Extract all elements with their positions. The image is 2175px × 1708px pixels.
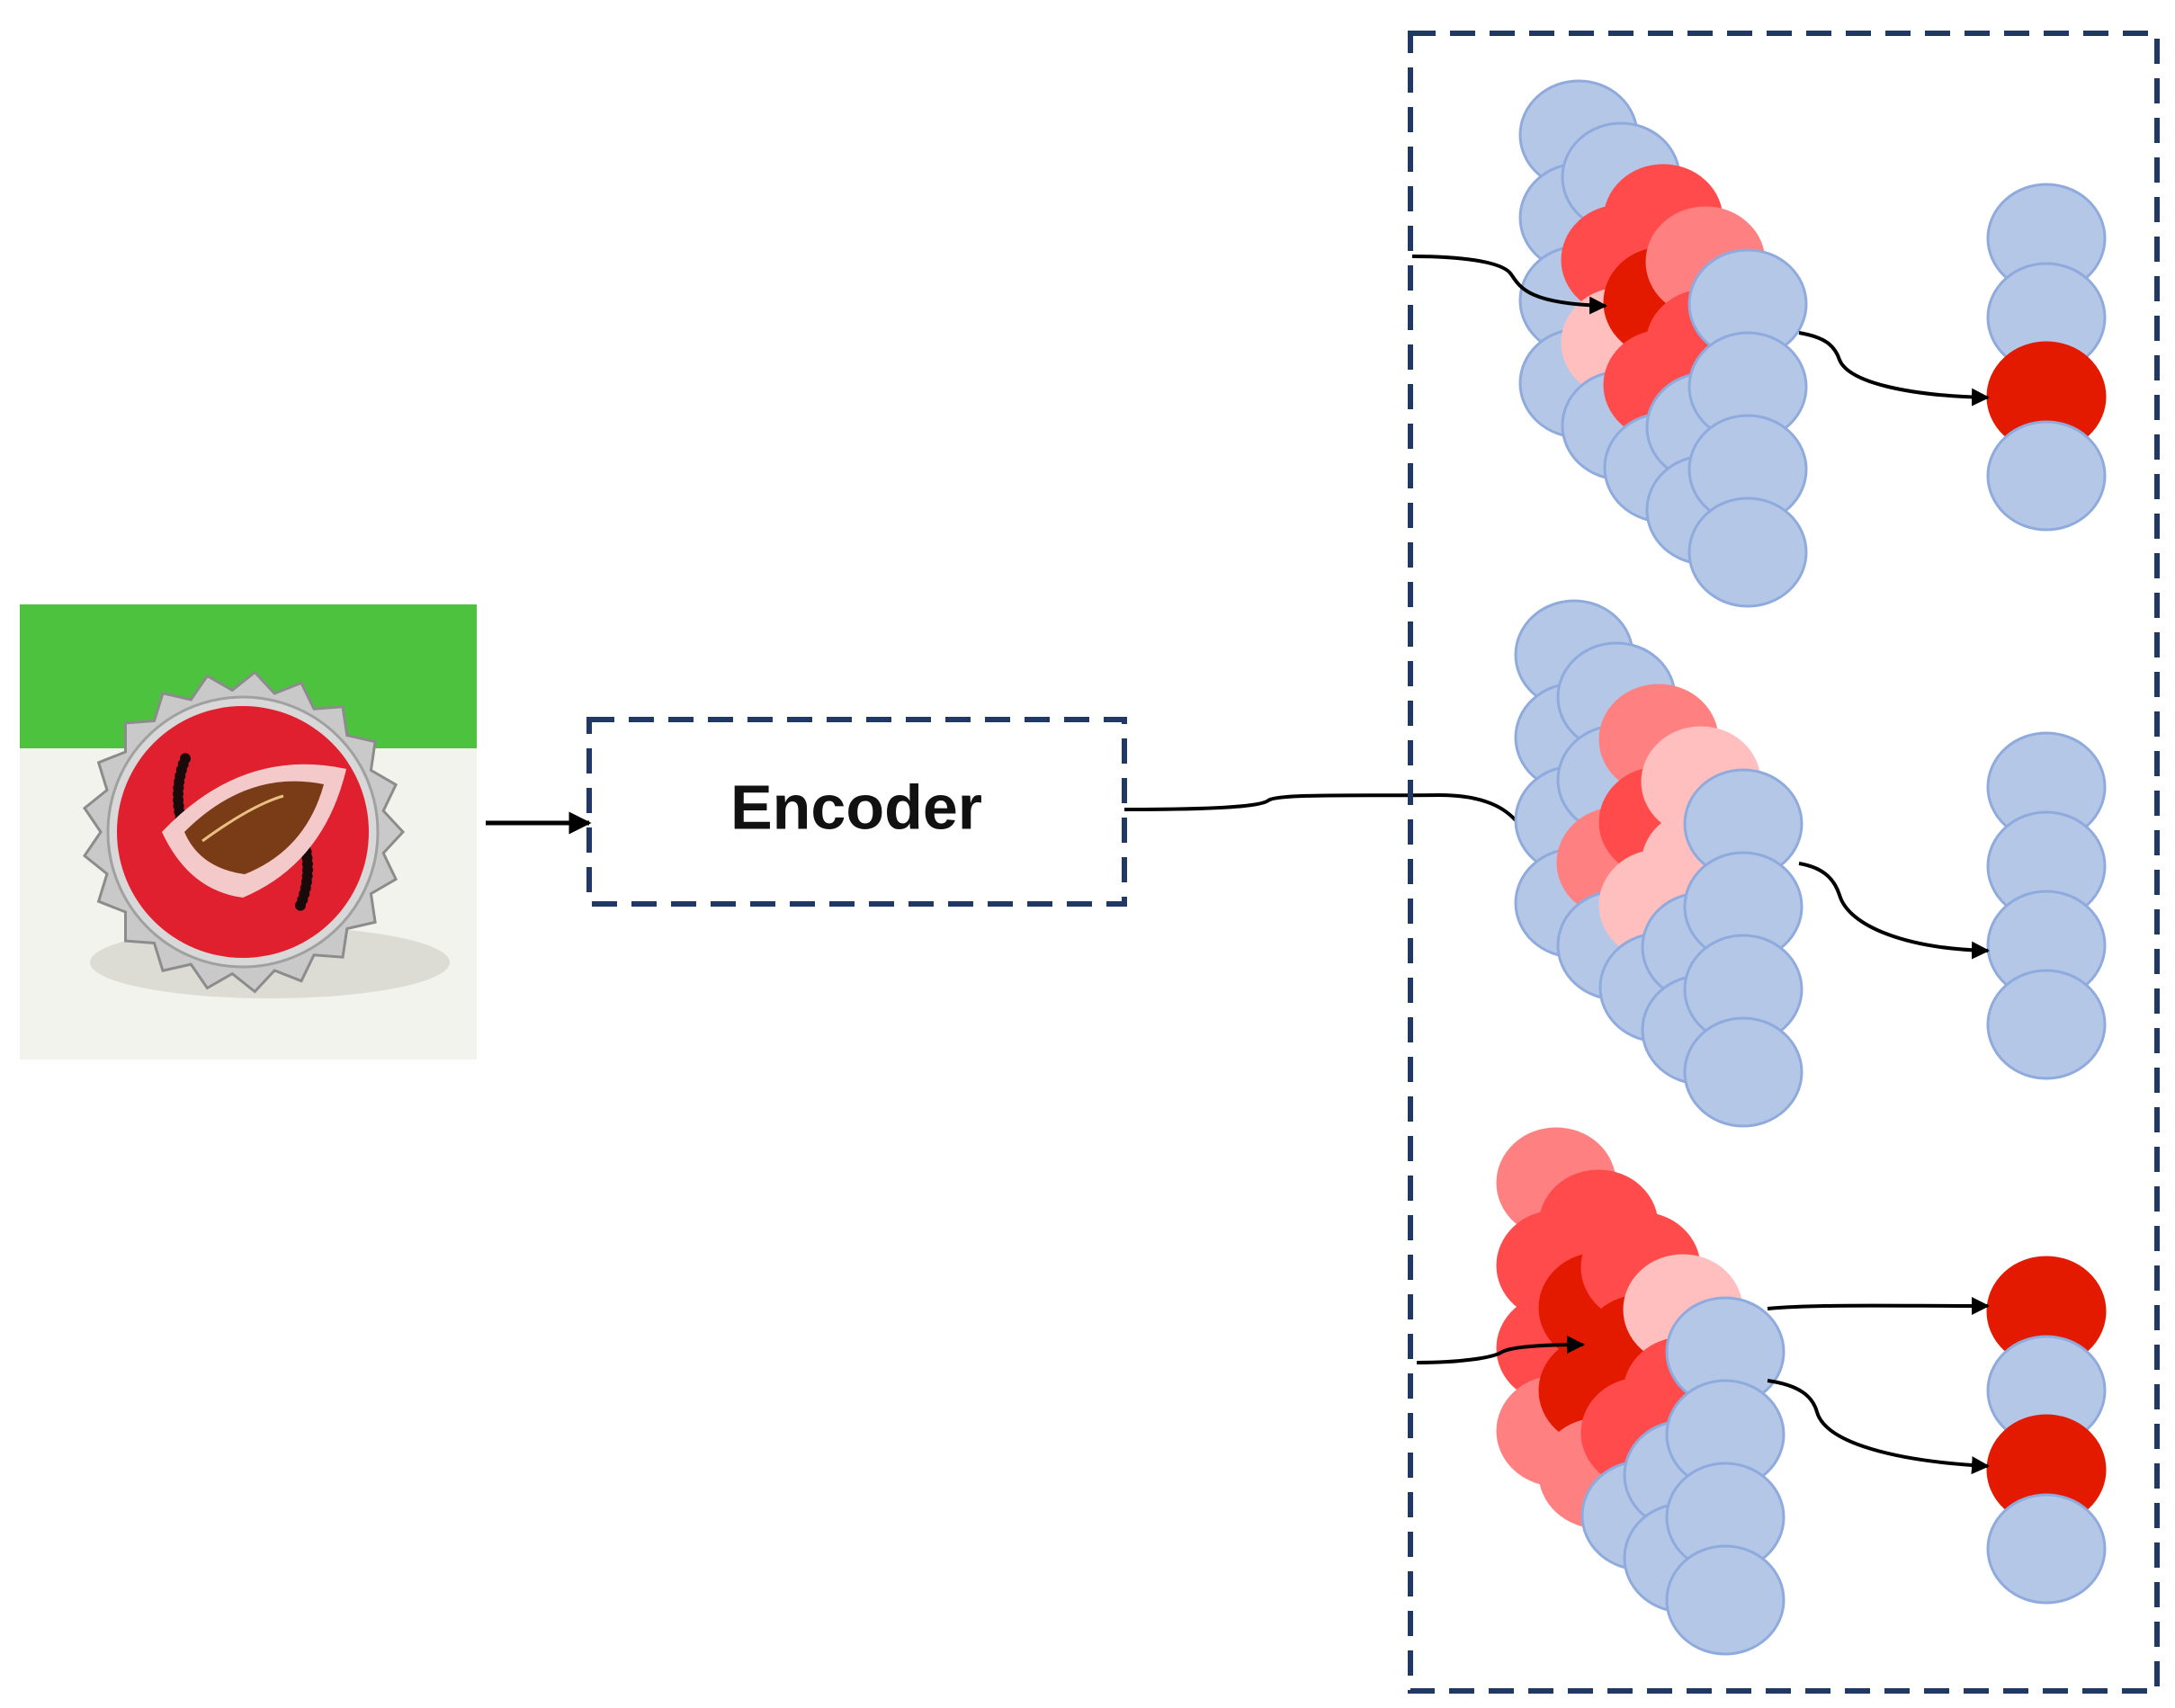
stack-node (1687, 496, 1808, 608)
encoder-label: Encoder (730, 772, 982, 842)
output-column-3 (1986, 1256, 2107, 1605)
output-column-2 (1986, 731, 2107, 1080)
stack-group-3 (1496, 1127, 1786, 1656)
connection-arrow-5 (1767, 1296, 1990, 1315)
stack-group-2 (1514, 599, 1804, 1128)
connection-arrow-3 (1798, 862, 1990, 960)
connection-arrow-4 (1416, 1336, 1585, 1364)
dot (180, 753, 192, 765)
football-icon (184, 781, 324, 874)
connection-arrow-6 (1767, 1379, 1990, 1475)
connection-arrows (1411, 255, 1990, 1475)
connection-arrow-1 (1411, 255, 1607, 315)
output-column-1 (1986, 183, 2107, 532)
output-node (1986, 1493, 2107, 1605)
encoder-block: Encoder (586, 717, 1127, 907)
stack-group-1 (1518, 79, 1808, 608)
dot (294, 899, 306, 911)
input-image (20, 604, 477, 1060)
stack-node (1665, 1544, 1786, 1656)
stack-node (1683, 1016, 1804, 1128)
output-node (1986, 969, 2107, 1080)
encoder-box (586, 717, 1127, 907)
feature-stacks (1496, 79, 1808, 1656)
output-node (1986, 420, 2107, 532)
football-seam (201, 794, 284, 843)
connection-arrow-2 (1798, 331, 1990, 407)
output-columns (1986, 183, 2107, 1605)
feature-panel (1408, 31, 2160, 1694)
bottle-cap (82, 670, 406, 994)
